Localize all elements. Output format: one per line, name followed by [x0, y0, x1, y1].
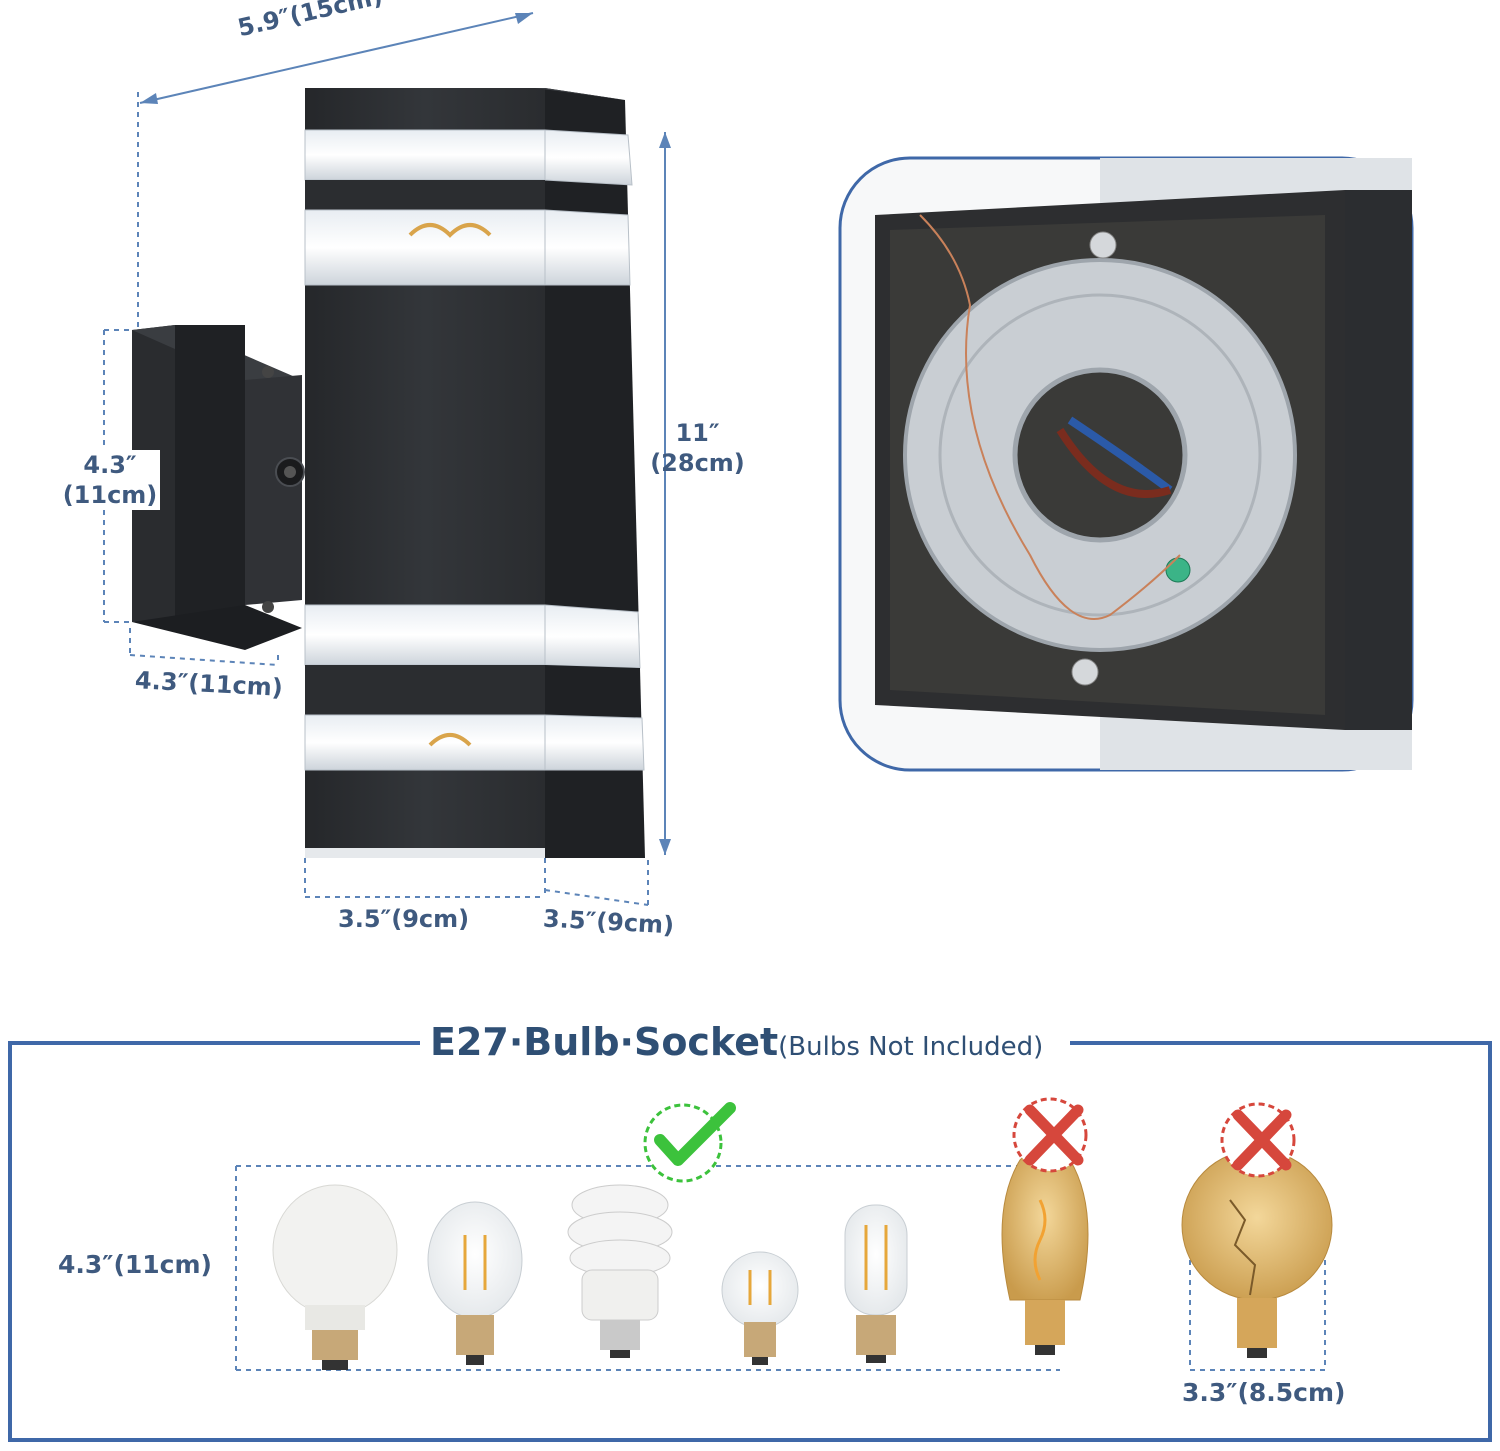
glass-band-3: [304, 604, 641, 715]
base-height-label: 4.3″ (11cm): [60, 450, 160, 510]
bulb-height-label: 4.3″(11cm): [58, 1250, 212, 1279]
bulb-max-width-label: 3.3″(8.5cm): [1182, 1378, 1346, 1407]
check-icon: [643, 1102, 736, 1183]
bulb-st64-amber: [1001, 1147, 1089, 1355]
glass-band-2: [304, 209, 631, 286]
wall-light-fixture: [132, 88, 645, 858]
bulb-guide-lines: [235, 1165, 1326, 1371]
front-width-label: 3.5″(9cm): [338, 905, 470, 933]
bulb-t10-filament: [844, 1204, 908, 1363]
bulb-cfl-spiral: [567, 1184, 673, 1358]
height-value: 11″: [675, 419, 720, 447]
dimension-lines: [103, 12, 671, 906]
bulb-a19-filament: [427, 1201, 523, 1365]
bulb-g95-amber: [1181, 1149, 1333, 1358]
socket-title: E27·Bulb·Socket: [430, 1020, 779, 1064]
glass-band-4: [304, 714, 645, 771]
height-metric: (28cm): [650, 449, 745, 477]
height-label: 11″ (28cm): [645, 418, 750, 478]
cross-icon: [1012, 1097, 1088, 1173]
socket-subtitle: (Bulbs Not Included): [778, 1032, 1044, 1062]
mounting-bracket-closeup: [838, 156, 1414, 772]
socket-section-frame: [8, 1041, 1492, 1442]
base-height-metric: (11cm): [62, 481, 158, 509]
bulb-led-globe: [272, 1184, 398, 1370]
bulb-g14-filament: [721, 1251, 799, 1365]
cross-icon: [1220, 1102, 1296, 1178]
base-height-value: 4.3″: [83, 451, 137, 479]
socket-section-title: E27·Bulb·Socket (Bulbs Not Included): [420, 1020, 1054, 1070]
glass-band-1: [304, 129, 633, 210]
